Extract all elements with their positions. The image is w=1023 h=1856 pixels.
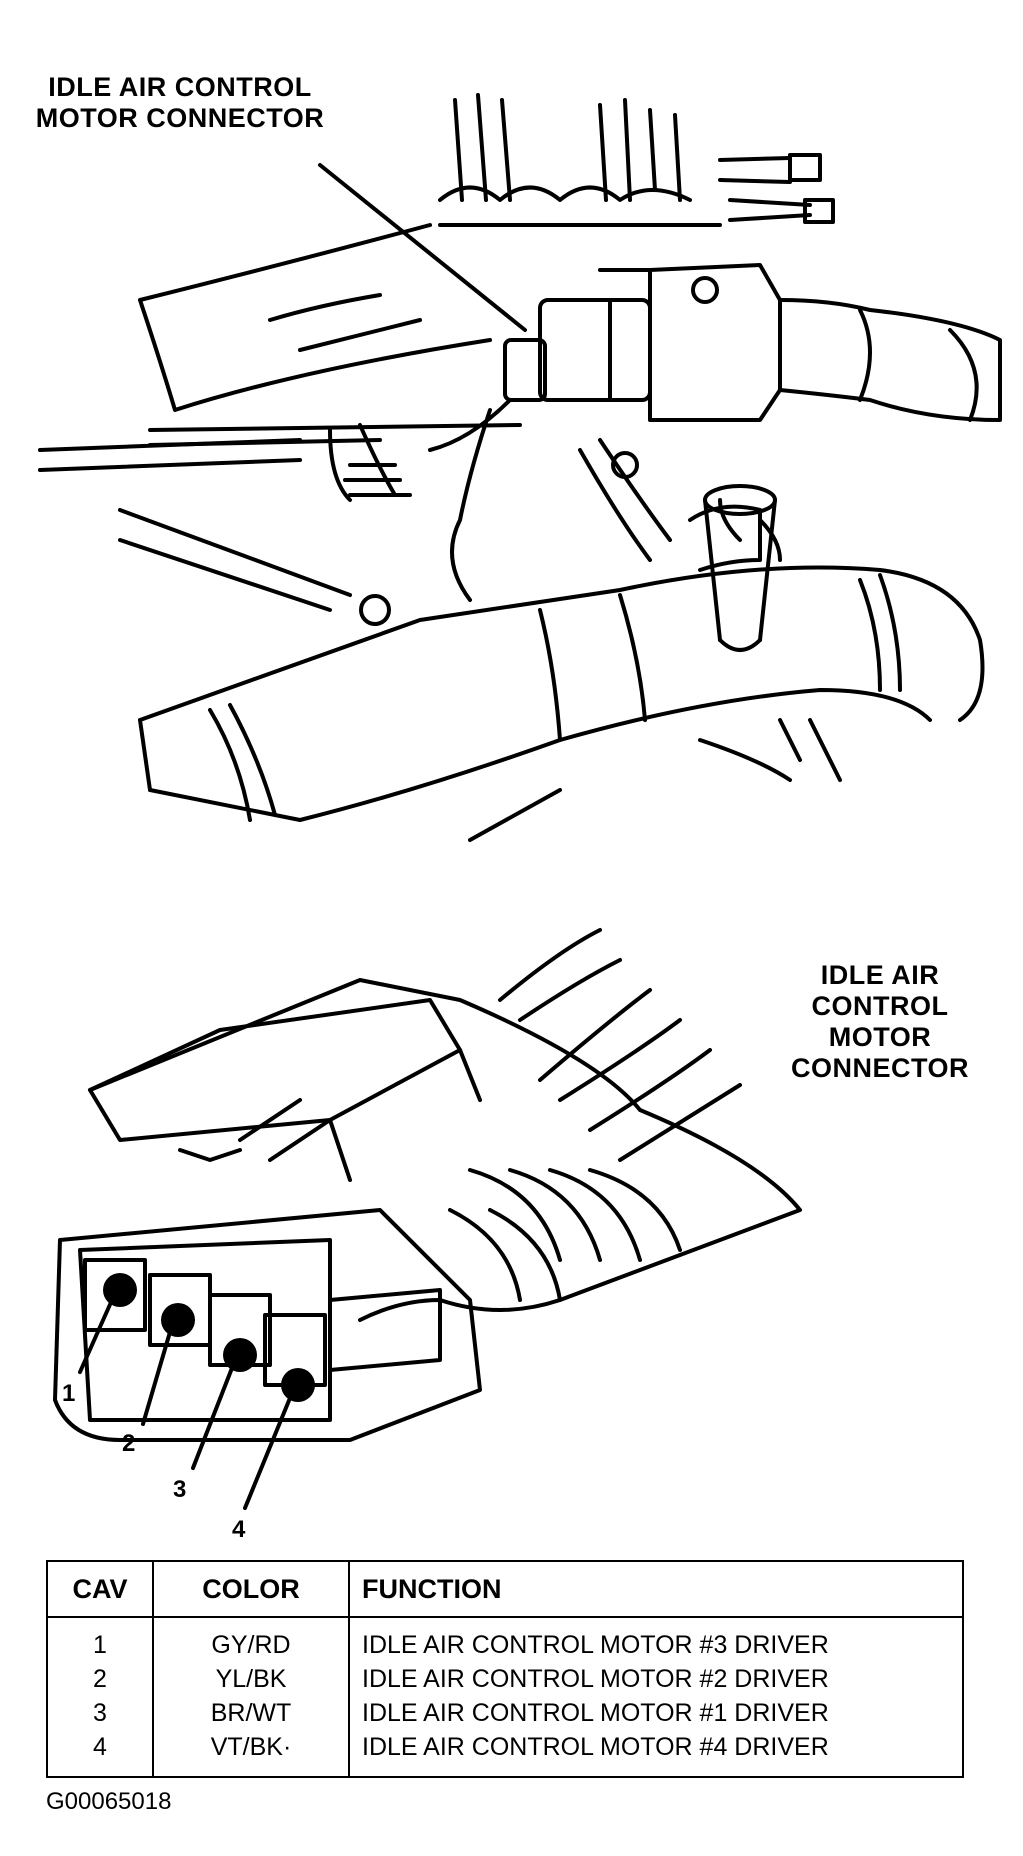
cell-function: IDLE AIR CONTROL MOTOR #1 DRIVER	[362, 1699, 829, 1727]
pin-label-4: 4	[232, 1516, 246, 1543]
header-color: COLOR	[153, 1561, 350, 1618]
cell-cav: 4	[47, 1730, 154, 1777]
engine-illustration	[38, 93, 1002, 842]
connector-illustration	[53, 928, 802, 1510]
pin-label-3: 3	[173, 1476, 187, 1503]
cell-cav: 2	[47, 1662, 154, 1696]
table-row: 3 BR/WT IDLE AIR CONTROL MOTOR #1 DRIVER	[47, 1696, 963, 1730]
cell-color: GY/RD	[153, 1617, 350, 1662]
cell-function: IDLE AIR CONTROL MOTOR #2 DRIVER	[362, 1665, 829, 1693]
header-function: FUNCTION	[349, 1561, 963, 1618]
cell-cav: 3	[47, 1696, 154, 1730]
cell-function: IDLE AIR CONTROL MOTOR #3 DRIVER	[362, 1631, 829, 1659]
pin-table: CAV COLOR FUNCTION 1 GY/RD IDLE AIR CONT…	[46, 1560, 964, 1778]
cell-color: VT/BK·	[153, 1730, 350, 1777]
cell-cav: 1	[47, 1617, 154, 1662]
header-cav: CAV	[47, 1561, 154, 1618]
bottom-connector-label: IDLE AIR CONTROL MOTOR CONNECTOR	[790, 960, 969, 1083]
table-header-row: CAV COLOR FUNCTION	[47, 1561, 963, 1618]
table-row: 4 VT/BK· IDLE AIR CONTROL MOTOR #4 DRIVE…	[47, 1730, 963, 1777]
pin-label-2: 2	[122, 1430, 136, 1457]
figure-code: G00065018	[46, 1788, 172, 1815]
pin-label-1: 1	[62, 1380, 76, 1407]
top-connector-label: IDLE AIR CONTROL MOTOR CONNECTOR	[35, 72, 325, 133]
cell-color: BR/WT	[153, 1696, 350, 1730]
table-row: 1 GY/RD IDLE AIR CONTROL MOTOR #3 DRIVER	[47, 1617, 963, 1662]
cell-color: YL/BK	[153, 1662, 350, 1696]
table-row: 2 YL/BK IDLE AIR CONTROL MOTOR #2 DRIVER	[47, 1662, 963, 1696]
cell-function: IDLE AIR CONTROL MOTOR #4 DRIVER	[362, 1733, 829, 1761]
